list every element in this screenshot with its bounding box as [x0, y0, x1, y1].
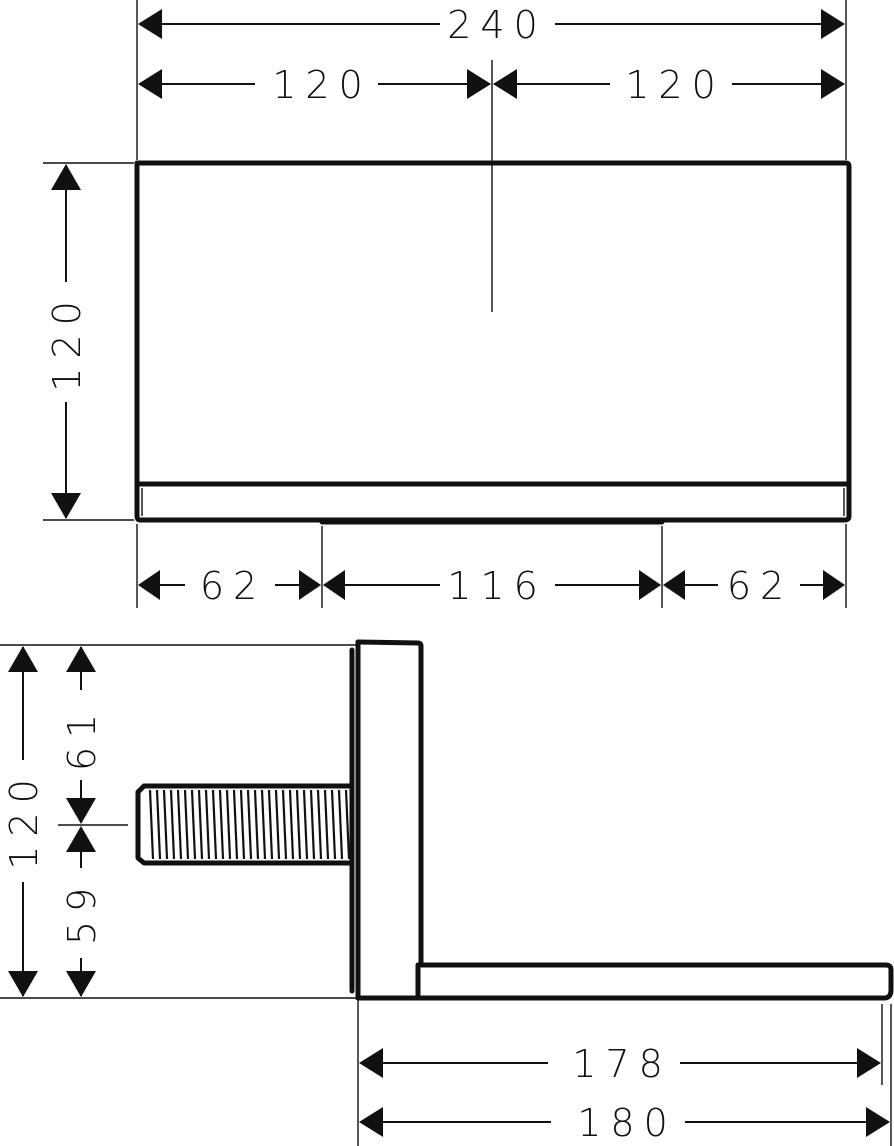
- dim-label-height: 120: [45, 292, 89, 392]
- dim-label-overall-width: 240: [447, 3, 547, 47]
- dim-label-bottom-right: 62: [727, 564, 793, 608]
- dimension-side-height-120: 120: [2, 646, 46, 997]
- shelf-front-outline: [134, 160, 852, 523]
- dimension-bottom: 62 116 62: [136, 524, 847, 608]
- threaded-bolt: [135, 783, 353, 866]
- dim-label-bottom-center: 116: [447, 564, 547, 608]
- front-view: 240 120 120 120: [43, 0, 852, 608]
- bolt-thread-lines: [148, 789, 351, 860]
- shelf-lip-rounding: [141, 488, 845, 516]
- dim-label-left-half: 120: [272, 63, 372, 107]
- side-view: 120 61 59 178 1: [0, 639, 894, 1146]
- back-panel-outline: [355, 639, 424, 966]
- dim-label-right-half: 120: [625, 63, 725, 107]
- dim-label-side-height: 120: [2, 770, 46, 870]
- dimension-178: 178: [359, 1042, 881, 1086]
- dim-label-shelf-depth: 178: [572, 1042, 672, 1086]
- dim-label-upper: 61: [60, 705, 104, 771]
- dim-label-overall-depth: 180: [577, 1101, 677, 1145]
- dimension-120-120: 120 120: [138, 63, 845, 107]
- dim-label-bottom-left: 62: [200, 564, 266, 608]
- dimension-180: 180: [359, 1101, 890, 1145]
- dimension-240: 240: [138, 3, 845, 47]
- dim-label-lower: 59: [60, 879, 104, 945]
- dimension-height-120: 120: [43, 162, 134, 521]
- dimension-61-59: 61 59: [60, 646, 104, 997]
- shelf-arm-outline: [355, 962, 894, 1001]
